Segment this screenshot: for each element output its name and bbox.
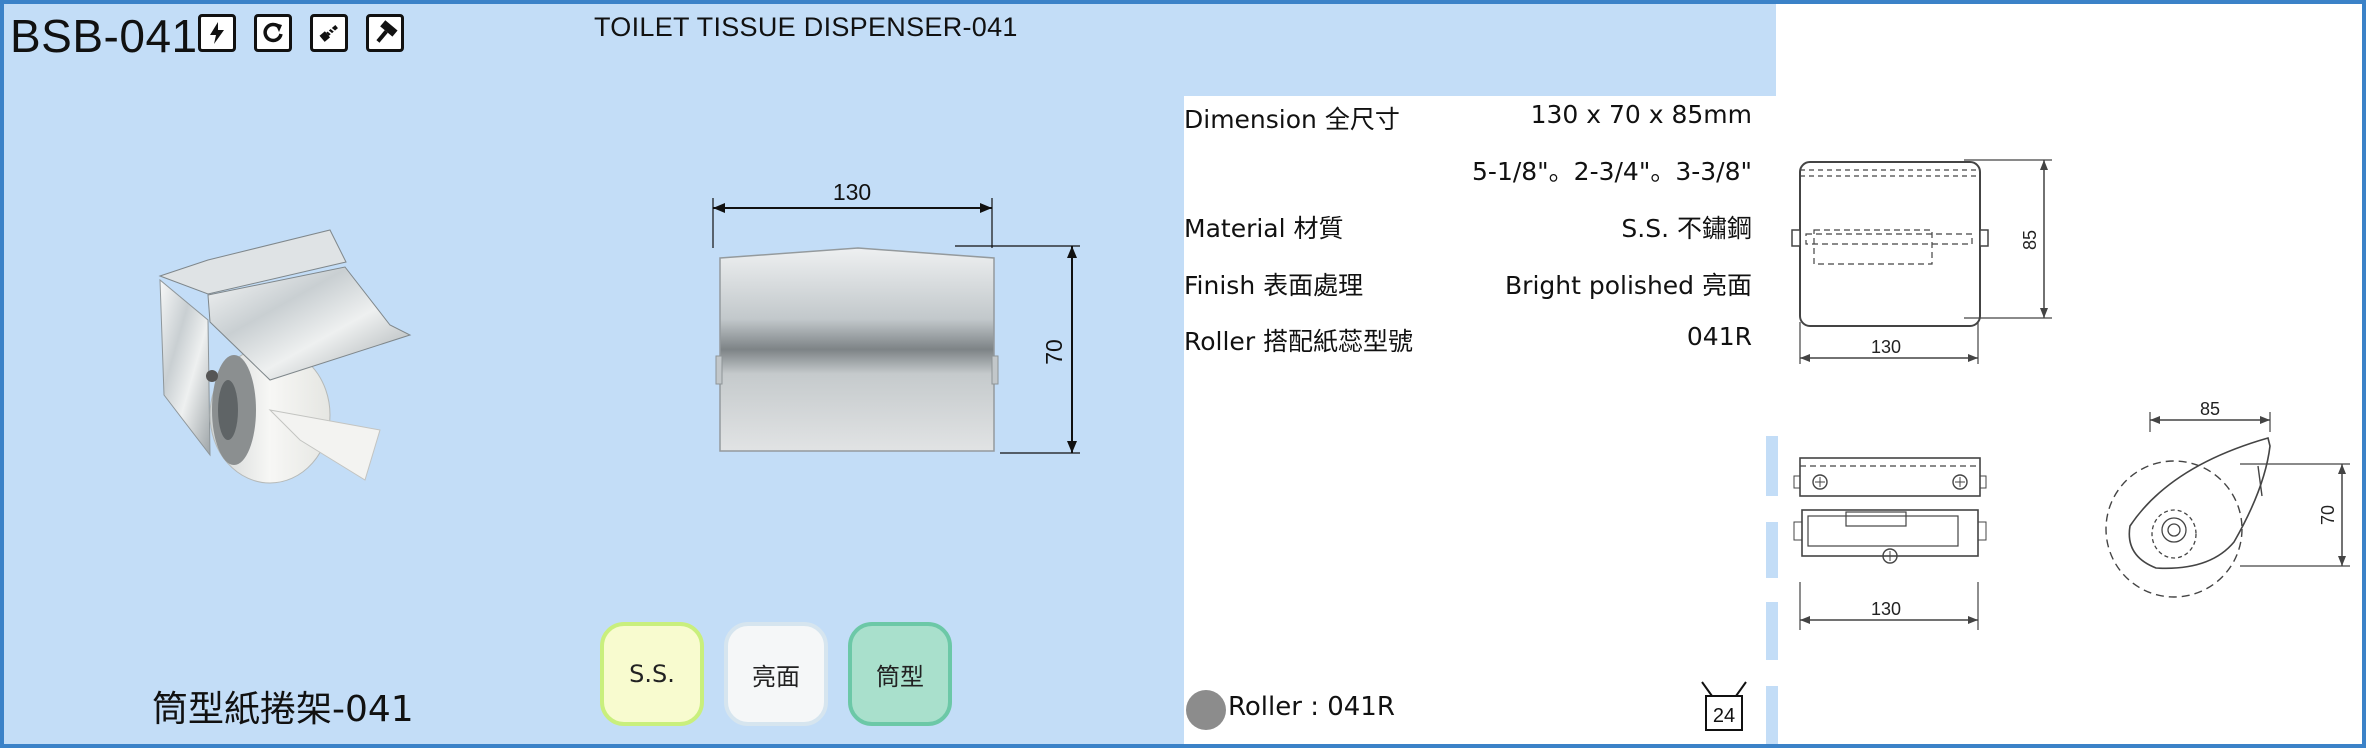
front-dimension-drawing: 130 70 bbox=[712, 180, 1080, 454]
spec-label: Material 材質 bbox=[1184, 214, 1344, 243]
spec-value: 041R bbox=[1686, 322, 1752, 351]
lightning-icon bbox=[198, 14, 236, 52]
feature-icons bbox=[198, 14, 404, 52]
edge-bar bbox=[1766, 686, 1778, 744]
feature-badges: S.S. 亮面 筒型 bbox=[600, 622, 952, 726]
spec-row-dimension: Dimension 全尺寸 130 x 70 x 85mm bbox=[1184, 100, 1752, 140]
screw-icon bbox=[310, 14, 348, 52]
pack-quantity: 24 bbox=[1713, 705, 1735, 727]
spec-row-dimension-inch: 5-1/8"。2-3/4"。3-3/8" bbox=[1184, 152, 1752, 192]
spec-value: 5-1/8"。2-3/4"。3-3/8" bbox=[1472, 157, 1752, 186]
badge-roll-type: 筒型 bbox=[848, 622, 952, 726]
spec-label: Dimension 全尺寸 bbox=[1184, 105, 1400, 134]
front-width-label: 130 bbox=[833, 180, 871, 205]
top-depth-label: 85 bbox=[2020, 230, 2040, 250]
roller-dot bbox=[1186, 690, 1226, 730]
spec-value: S.S. 不鏽鋼 bbox=[1621, 214, 1752, 243]
spec-label: Finish 表面處理 bbox=[1184, 271, 1364, 300]
front-height-label: 70 bbox=[1041, 339, 1067, 365]
edge-bar bbox=[1766, 436, 1778, 496]
spec-value: Bright polished 亮面 bbox=[1505, 271, 1752, 300]
product-title: TOILET TISSUE DISPENSER-041 bbox=[594, 12, 1018, 42]
side-depth-label: 85 bbox=[2200, 399, 2220, 419]
top-view-drawing: 85 130 bbox=[1791, 159, 2052, 364]
edge-bar bbox=[1766, 602, 1778, 660]
hammer-icon bbox=[366, 14, 404, 52]
badge-stainless-steel: S.S. bbox=[600, 622, 704, 726]
edge-bars bbox=[1766, 436, 1778, 744]
roller-footer: Roller : 041R bbox=[1228, 692, 1395, 722]
badge-polished: 亮面 bbox=[724, 622, 828, 726]
spec-row-finish: Finish 表面處理 Bright polished 亮面 bbox=[1184, 266, 1752, 306]
spec-panel bbox=[1184, 96, 1776, 744]
spec-value: 130 x 70 x 85mm bbox=[1530, 100, 1752, 129]
product-photo bbox=[158, 229, 412, 484]
spec-label: Roller 搭配紙蕊型號 bbox=[1184, 327, 1414, 356]
side-view-drawing: 85 70 bbox=[2105, 399, 2350, 598]
bottom-view-drawing: 130 bbox=[1793, 457, 1987, 630]
carton-pack-icon: 24 bbox=[1701, 681, 1747, 731]
bottom-width-label: 130 bbox=[1871, 599, 1901, 619]
top-width-label: 130 bbox=[1871, 337, 1901, 357]
rotate-icon bbox=[254, 14, 292, 52]
spec-row-material: Material 材質 S.S. 不鏽鋼 bbox=[1184, 209, 1752, 249]
product-name-cn: 筒型紙捲架-041 bbox=[152, 689, 414, 730]
drawing-panel bbox=[1776, 4, 2362, 744]
side-height-label: 70 bbox=[2318, 505, 2338, 525]
model-code: BSB-041 bbox=[10, 10, 198, 62]
edge-bar bbox=[1766, 522, 1778, 578]
spec-row-roller: Roller 搭配紙蕊型號 041R bbox=[1184, 322, 1752, 362]
